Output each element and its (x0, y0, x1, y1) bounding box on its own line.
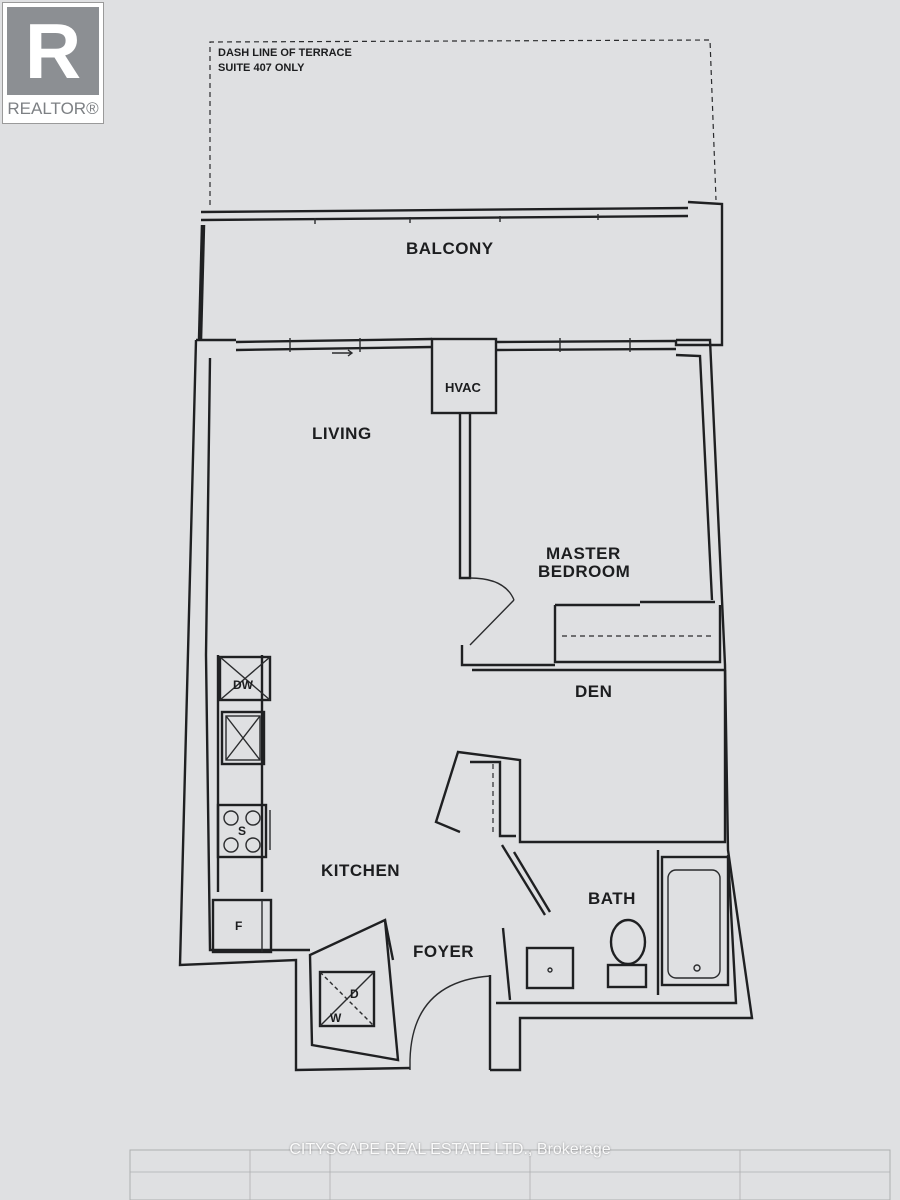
hvac-closet (430, 337, 498, 415)
terrace-dash-line (209, 39, 717, 205)
window-wall (235, 337, 677, 357)
laundry-closet (308, 918, 400, 1062)
balcony-label: BALCONY (406, 239, 494, 258)
bedroom-partition (458, 413, 555, 667)
sink (220, 710, 266, 766)
bathtub (660, 855, 730, 987)
bath (501, 850, 730, 1001)
fridge (211, 898, 273, 954)
foyer-label: FOYER (413, 942, 474, 961)
key-plan-strip (129, 1149, 891, 1200)
den-partitions (434, 668, 727, 916)
stove (216, 803, 268, 859)
terrace-note-line-2: SUITE 407 ONLY (218, 62, 305, 74)
exterior-walls (178, 338, 754, 1072)
bath-label: BATH (588, 889, 636, 908)
master-bedroom-label-line-1: MASTER (546, 544, 621, 563)
dryer-label: D (350, 987, 359, 1001)
kitchen-counter (211, 655, 273, 954)
balcony (197, 200, 724, 347)
entry-door (409, 975, 492, 1070)
realtor-logo-text: REALTOR® (7, 99, 99, 118)
kitchen-label: KITCHEN (321, 861, 400, 880)
living-label: LIVING (312, 424, 372, 443)
washer-label: W (330, 1011, 342, 1025)
stove-label: S (238, 824, 246, 838)
hvac-label: HVAC (445, 380, 481, 395)
bedroom-closet (553, 600, 722, 664)
toilet (609, 918, 647, 966)
realtor-logo-mark: R (7, 7, 99, 95)
brokerage-watermark: CITYSCAPE REAL ESTATE LTD., Brokerage (289, 1141, 611, 1158)
vanity-sink (525, 946, 575, 990)
dishwasher (218, 655, 272, 702)
den-label: DEN (575, 682, 612, 701)
realtor-logo: R REALTOR® (2, 2, 104, 124)
fridge-label: F (235, 919, 242, 933)
master-bedroom-label-line-2: BEDROOM (538, 562, 630, 581)
dishwasher-label: DW (233, 678, 254, 692)
terrace-note-line-1: DASH LINE OF TERRACE (218, 47, 352, 59)
